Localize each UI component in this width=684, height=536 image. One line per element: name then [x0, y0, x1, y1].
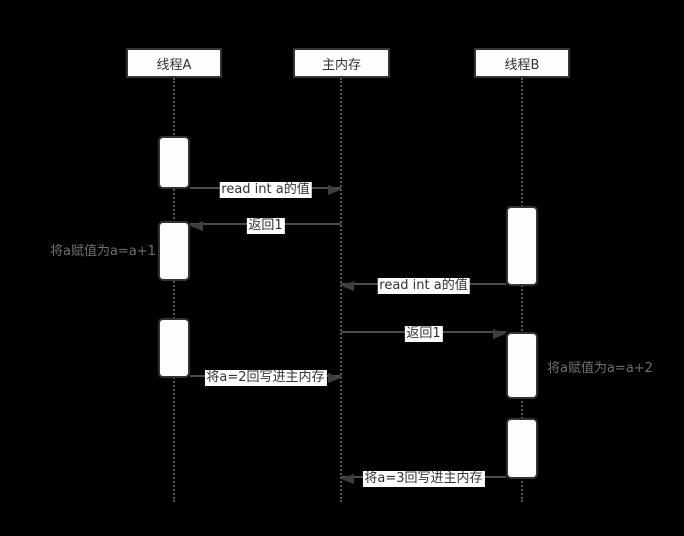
message-label: 将a=3回写进主内存: [362, 471, 485, 487]
message-return-1-to-thread-b: 返回1: [341, 326, 506, 342]
actor-box-thread-b: 线程B: [474, 48, 570, 78]
actor-box-main-memory: 主内存: [293, 48, 390, 78]
actor-label-thread-b: 线程B: [504, 57, 540, 73]
message-label: 返回1: [246, 218, 285, 234]
message-writeback-a2: 将a=2回写进主内存: [190, 370, 341, 386]
arrowhead-right-icon: [328, 185, 341, 195]
lifeline-thread-b: [521, 78, 523, 502]
activation-thread-a-3: [158, 318, 190, 378]
activation-thread-a-1: [158, 136, 190, 189]
arrowhead-right-icon: [493, 329, 506, 339]
arrowhead-left-icon: [341, 474, 354, 484]
message-label: 返回1: [404, 326, 443, 342]
activation-thread-b-3: [506, 418, 538, 479]
arrowhead-left-icon: [341, 281, 354, 291]
message-label: read int a的值: [219, 182, 312, 198]
message-writeback-a3: 将a=3回写进主内存: [341, 471, 506, 487]
message-read-a-from-thread-b: read int a的值: [341, 278, 506, 294]
message-label: read int a的值: [377, 278, 470, 294]
message-return-1-to-thread-a: 返回1: [190, 218, 341, 234]
lifeline-thread-a: [173, 78, 175, 502]
activation-thread-a-2: [158, 221, 190, 281]
message-read-a-from-thread-a: read int a的值: [190, 182, 341, 198]
arrowhead-right-icon: [328, 373, 341, 383]
activation-thread-b-2: [506, 332, 538, 399]
arrowhead-left-icon: [190, 221, 203, 231]
activation-thread-b-1: [506, 206, 538, 286]
message-label: 将a=2回写进主内存: [204, 370, 327, 386]
note-thread-b-assign: 将a赋值为a=a+2: [547, 361, 653, 376]
note-thread-a-assign: 将a赋值为a=a+1: [50, 244, 156, 259]
actor-label-thread-a: 线程A: [156, 57, 192, 73]
actor-box-thread-a: 线程A: [126, 48, 222, 78]
actor-label-main-memory: 主内存: [321, 57, 361, 73]
